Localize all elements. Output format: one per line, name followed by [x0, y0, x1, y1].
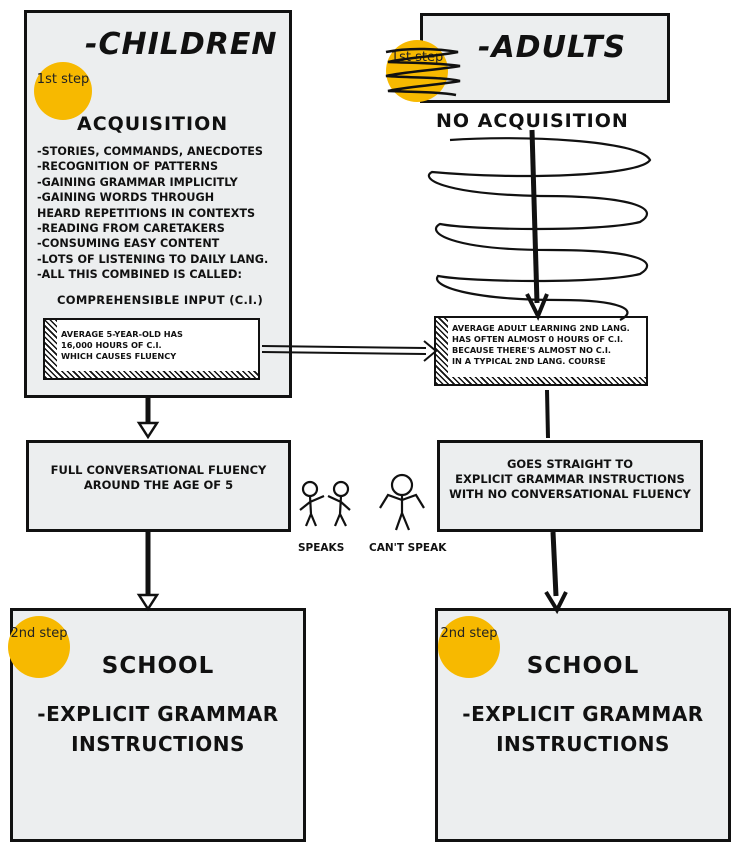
arrow-children-down-2 — [136, 532, 160, 612]
hatch-shadow — [45, 320, 57, 378]
note-line: because there's almost no C.I. — [452, 345, 612, 355]
list-item: -Gaining Words through — [37, 191, 215, 205]
cant-speak-label: Can't speak — [369, 542, 447, 554]
children-title: -Children — [85, 27, 278, 62]
step-badge-school-right: 2nd step — [438, 616, 500, 678]
arrow-children-down-1 — [136, 398, 160, 440]
step-badge-children: 1st step — [34, 62, 92, 120]
speaks-label: Speaks — [298, 542, 345, 554]
result-line: around the age of 5 — [83, 478, 234, 492]
school-line: -Explicit grammar — [462, 702, 704, 726]
badge-text: 2nd step — [10, 626, 68, 641]
arrow-children-to-adults — [261, 340, 438, 362]
adults-heading: no acquisition — [436, 110, 629, 132]
children-ci-note: Average 5-year-old has 16,000 hours of C… — [43, 318, 260, 380]
list-item: -Reading from caretakers — [37, 222, 225, 236]
ci-label: comprehensible input (C.I.) — [57, 293, 264, 307]
arrow-adults-down-2 — [545, 389, 550, 439]
list-item: -Stories, commands, anecdotes — [37, 145, 263, 158]
badge-text: 2nd step — [440, 626, 498, 641]
adults-ci-note: Average Adult learning 2nd lang. has oft… — [434, 316, 648, 386]
list-item: heard repetitions in contexts — [37, 206, 256, 220]
children-result-box: Full conversational fluency around the a… — [26, 440, 291, 532]
confused-figure-icon — [379, 473, 425, 531]
children-heading: Acquisition — [77, 113, 229, 135]
step-badge-school-left: 2nd step — [8, 616, 70, 678]
school-line: instructions — [496, 732, 670, 756]
speaking-figures-icon — [299, 480, 351, 527]
adults-box: -adults — [420, 13, 670, 103]
school-title: School — [526, 653, 640, 679]
list-item: -lots of listening to daily lang. — [37, 252, 269, 266]
hatch-shadow — [45, 371, 258, 378]
result-line: with No Conversational fluency — [449, 487, 691, 501]
arrow-adults-down — [525, 129, 549, 321]
list-item: -Gaining grammar implicitly — [37, 175, 238, 189]
adults-title: -adults — [478, 30, 627, 65]
note-line: Average Adult learning 2nd lang. — [452, 323, 630, 333]
note-line: which causes fluency — [61, 351, 177, 361]
note-line: Average 5-year-old has — [61, 329, 183, 339]
spiral-scribble — [427, 137, 652, 321]
school-line: -Explicit grammar — [37, 702, 279, 726]
hatch-shadow — [436, 318, 448, 384]
badge-text: 1st step — [36, 72, 90, 87]
school-title: School — [101, 653, 215, 679]
note-line: 16,000 hours of C.I. — [61, 340, 162, 350]
list-item: -all this combined is called: — [37, 268, 242, 282]
school-line: instructions — [71, 732, 245, 756]
list-item: -recognition of patterns — [37, 160, 219, 174]
adults-result-box: Goes straight to explicit grammar instru… — [437, 440, 703, 532]
result-line: Full conversational fluency — [50, 463, 267, 477]
result-line: explicit grammar instructions — [455, 472, 685, 486]
badge-scribble — [385, 47, 461, 97]
result-line: Goes straight to — [506, 457, 634, 471]
hatch-shadow — [436, 377, 646, 384]
list-item: -Consuming easy content — [37, 237, 220, 251]
note-line: has often almost 0 hours of C.I. — [452, 334, 624, 344]
note-line: in a typical 2nd lang. course — [452, 356, 606, 366]
arrow-adults-down-3 — [544, 531, 568, 615]
children-list: -Stories, commands, anecdotes -recogniti… — [37, 144, 268, 283]
